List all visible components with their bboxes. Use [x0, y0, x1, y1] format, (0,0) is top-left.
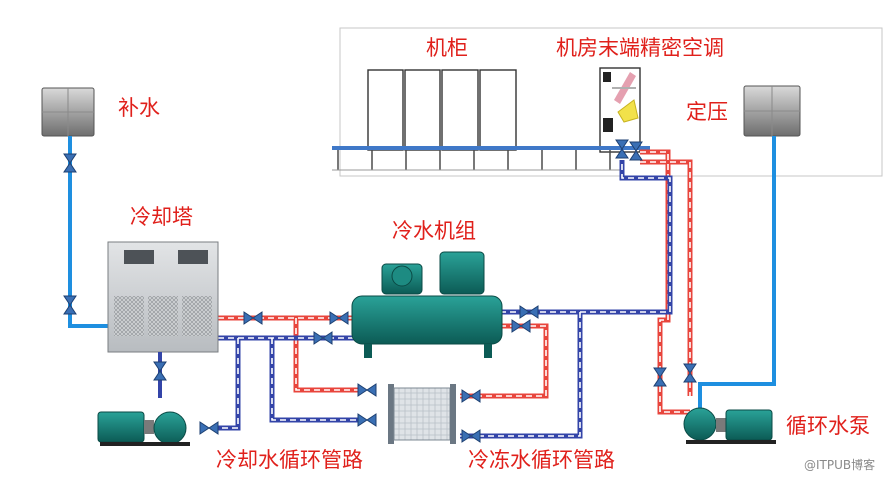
label-chilled-water-loop: 冷冻水循环管路	[468, 448, 615, 472]
chiller-icon	[351, 251, 503, 358]
chilled-water-pipe-cold	[460, 160, 673, 439]
cooling-water-pipe-cold	[214, 335, 360, 431]
heat-exchanger-icon	[388, 384, 456, 444]
label-constant-pressure: 定压	[686, 100, 728, 124]
makeup-water-pipe	[68, 136, 776, 408]
label-circulation-pump: 循环水泵	[786, 414, 870, 438]
label-precision-ac: 机房末端精密空调	[556, 36, 724, 60]
label-makeup-water: 补水	[118, 96, 160, 120]
watermark: @ITPUB博客	[804, 458, 876, 472]
cooling-tower-icon	[107, 241, 219, 398]
water-tank-icon	[41, 87, 95, 137]
pump-icon	[683, 407, 776, 444]
pump-icon	[97, 411, 190, 446]
air-conditioner-icon	[599, 67, 641, 153]
water-tank-icon	[743, 85, 801, 137]
label-chiller: 冷水机组	[392, 219, 476, 243]
server-cabinet-icon	[367, 69, 517, 151]
label-cabinet: 机柜	[426, 36, 468, 60]
label-cooling-water-loop: 冷却水循环管路	[216, 448, 363, 472]
valve-icon	[63, 139, 697, 443]
chilled-water-pipe-hot	[460, 149, 693, 415]
raised-floor	[332, 146, 650, 171]
label-cooling-tower: 冷却塔	[130, 205, 193, 229]
